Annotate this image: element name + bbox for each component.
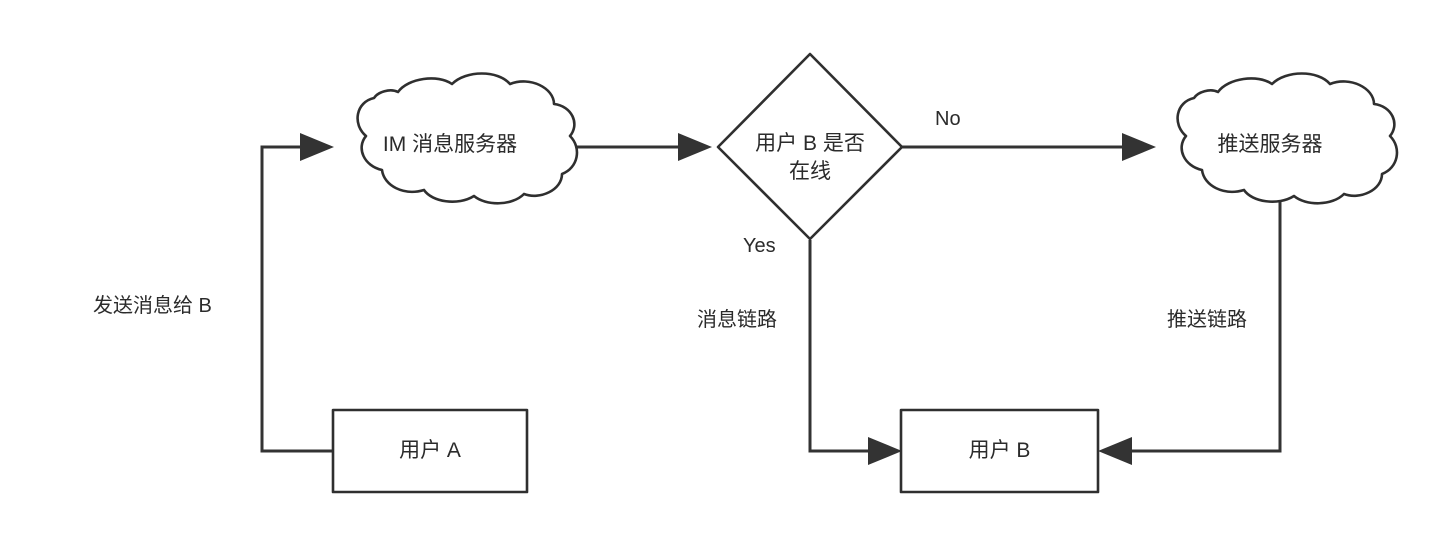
node-label-user-b: 用户 B [968,439,1031,462]
edge-label-yes: Yes [743,235,776,257]
edge-push-server-to-user-b [1098,200,1282,465]
node-user-b-box[interactable] [899,408,1100,494]
node-label-user-a: 用户 A [399,439,461,462]
edge-label-no: No [935,108,961,130]
arrow-head-to-im-server [300,133,334,161]
edge-label-push-chain: 推送链路 [1167,309,1247,331]
arrow-head-to-user-b-right [1098,437,1132,465]
node-push-server-cloud[interactable] [1176,72,1399,205]
edge-label-send-message: 发送消息给 B [93,295,212,317]
node-label-push-server: 推送服务器 [1217,133,1323,156]
node-label-im-server: IM 消息服务器 [382,133,518,156]
node-user-a-box[interactable] [331,408,529,494]
node-im-server-cloud[interactable] [356,72,579,205]
edge-im-server-to-decision [566,133,712,161]
node-label-decision: 用户 B 是否 在线 [755,132,865,184]
arrow-head-to-user-b-left [868,437,902,465]
edge-decision-yes-to-user-b [808,240,902,465]
arrow-head-to-decision [678,133,712,161]
edge-decision-no-to-push-server [902,133,1156,161]
edge-label-message-chain: 消息链路 [697,309,777,331]
arrow-head-to-push-server [1122,133,1156,161]
edge-user-a-to-im-server [260,133,334,453]
node-decision-diamond[interactable] [716,52,904,241]
